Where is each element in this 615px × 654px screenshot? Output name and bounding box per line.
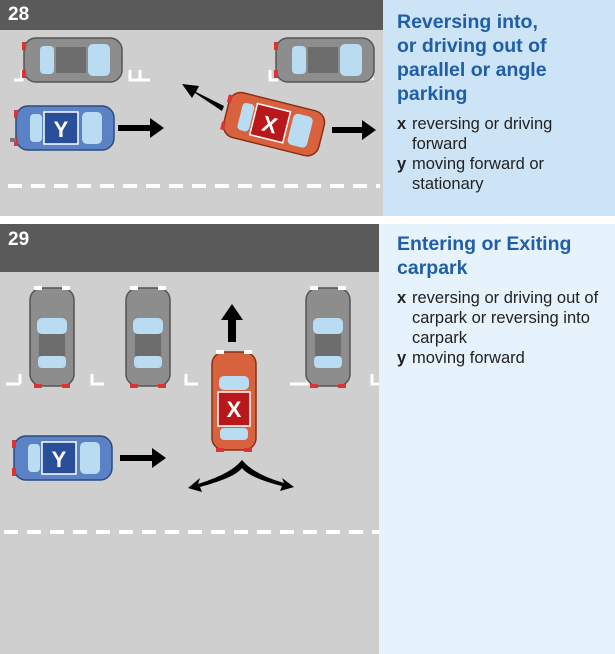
arrow-y-forward-28: [118, 118, 164, 138]
title-line: or driving out of: [397, 35, 547, 57]
text-column-28: Reversing into, or driving out of parall…: [397, 10, 609, 194]
car-x-label-29: X: [227, 397, 242, 422]
car-y-29: Y: [12, 435, 113, 481]
title-line: parallel or angle: [397, 59, 547, 81]
panel-29: X Y 29 Entering or Exiti: [0, 224, 615, 654]
arrow-x-forward-28: [332, 120, 376, 140]
diagram-29: X Y: [4, 286, 379, 534]
panel-28: Y X 28 Reversin: [0, 0, 615, 216]
arrow-y-forward-29: [120, 448, 166, 468]
arrow-x-reverse-28: [182, 84, 224, 111]
car-x-29: X: [211, 350, 257, 452]
legend-text: moving forward: [412, 349, 525, 367]
arrow-x-forward-29: [221, 304, 243, 342]
car-y-label-28: Y: [54, 117, 69, 142]
title-line: Reversing into,: [397, 11, 538, 33]
arrow-x-reverse-29: [188, 460, 294, 492]
panel-title-28: Reversing into, or driving out of parall…: [397, 10, 609, 106]
panel-title-29: Entering or Exiting carpark: [397, 232, 609, 280]
panel-number-28: 28: [0, 0, 383, 30]
legend-text: reversing or driving out of carpark or r…: [412, 289, 599, 347]
parking-markings-29: [6, 374, 379, 386]
scene-29: X Y: [0, 224, 379, 654]
legend-item-x-28: x reversing or driving forward: [397, 114, 609, 154]
legend-key: x: [397, 115, 407, 133]
parked-car-1-29: [29, 286, 75, 388]
panel-number-29: 29: [0, 224, 379, 272]
scene-28: Y X: [0, 0, 383, 216]
legend-text: moving forward or stationary: [412, 155, 545, 193]
text-column-29: Entering or Exiting carpark x reversing …: [397, 232, 609, 368]
legend-item-x-29: x reversing or driving out of carpark or…: [397, 288, 609, 348]
parked-car-3-29: [305, 286, 351, 388]
title-line: Entering or Exiting: [397, 233, 572, 255]
parked-car-2-29: [125, 286, 171, 388]
car-y-28: Y: [10, 105, 115, 151]
legend-key: x: [397, 289, 407, 307]
car-x-label-28: X: [260, 111, 281, 139]
diagram-28: Y X: [8, 37, 380, 188]
car-x-28: X: [220, 91, 326, 157]
parked-car-left-28: [22, 37, 123, 83]
title-line: carpark: [397, 257, 468, 279]
legend-key: y: [397, 155, 407, 173]
car-y-label-29: Y: [52, 447, 67, 472]
legend-key: y: [397, 349, 407, 367]
legend-text: reversing or driving forward: [412, 115, 553, 153]
legend-item-y-29: y moving forward: [397, 348, 609, 368]
title-line: parking: [397, 83, 468, 105]
legend-item-y-28: y moving forward or stationary: [397, 154, 609, 194]
parked-car-right-28: [274, 37, 375, 83]
